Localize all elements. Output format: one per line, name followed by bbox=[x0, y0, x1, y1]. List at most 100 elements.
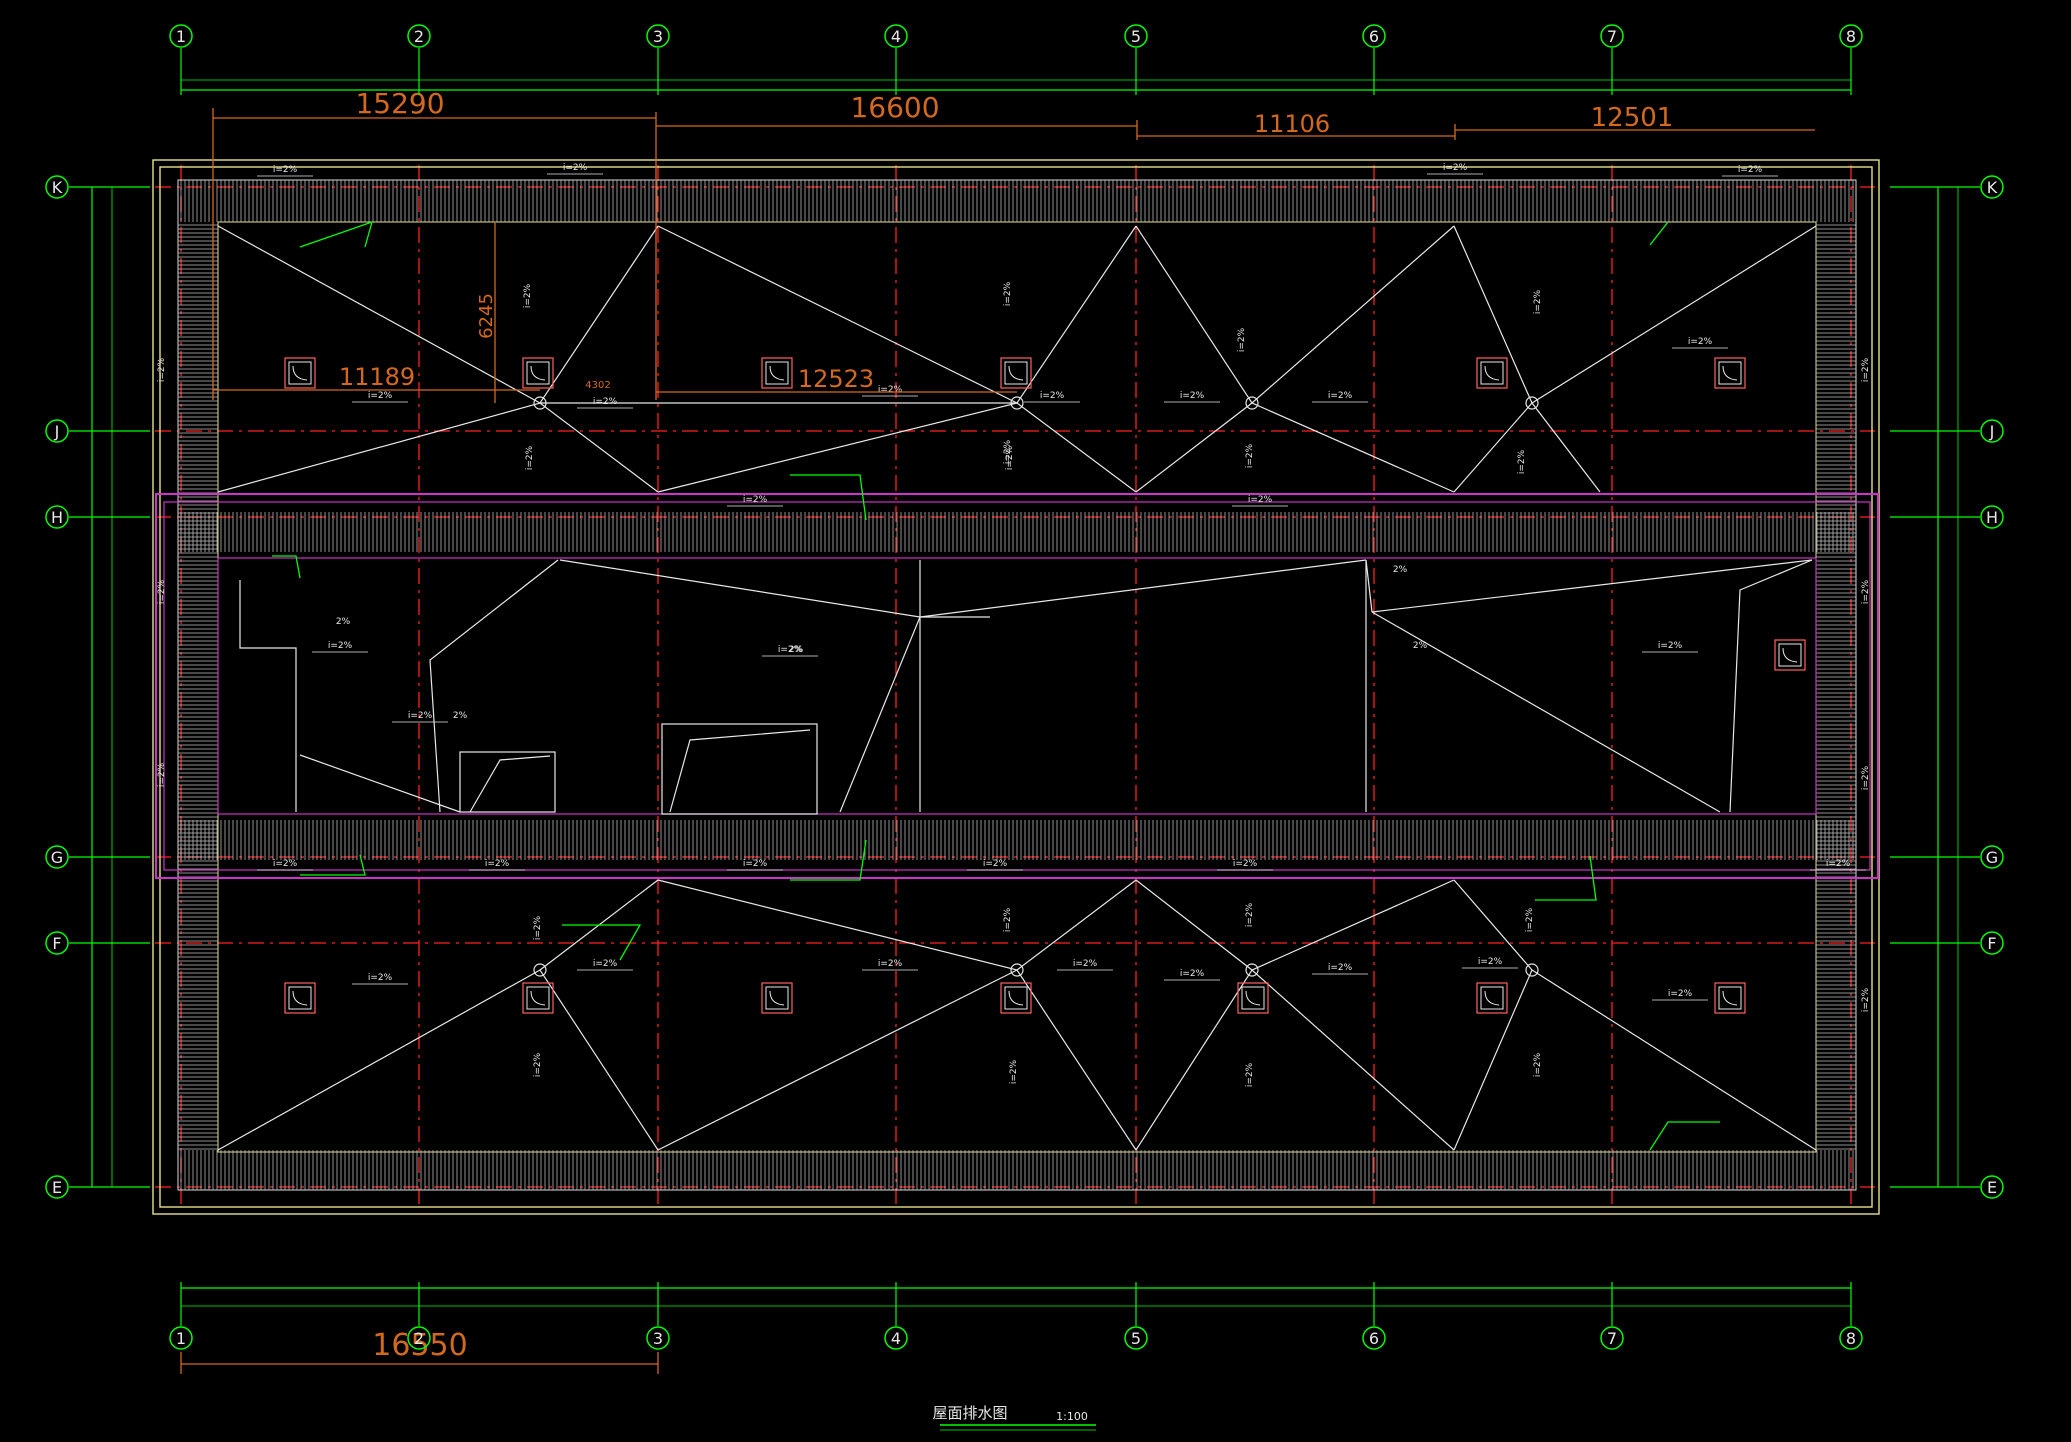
callout-leader bbox=[1649, 221, 1669, 246]
slope-label-vertical: i=2% bbox=[525, 445, 535, 470]
axis-bubble-bottom-8: 8 bbox=[1839, 1326, 1863, 1350]
callout-leader bbox=[300, 854, 366, 876]
slope-label-vertical: i=2% bbox=[1245, 443, 1255, 468]
axis-bubble-top-8-label: 8 bbox=[1846, 27, 1856, 46]
axis-bubble-top-6-label: 6 bbox=[1369, 27, 1379, 46]
axis-bubble-bottom-7-label: 7 bbox=[1607, 1329, 1617, 1348]
axis-bubble-left-G-label: G bbox=[51, 848, 63, 867]
axis-bubble-right-F-circle bbox=[1980, 931, 2004, 955]
slope-label: i=2% bbox=[1040, 391, 1065, 401]
roof-slope-ridges bbox=[217, 225, 1817, 1151]
axis-bubble-top-6: 6 bbox=[1362, 24, 1386, 48]
slope-label: i=2% bbox=[408, 711, 433, 721]
slope-label: i=2% bbox=[1738, 165, 1763, 175]
dim-text-top-a: 15290 bbox=[355, 87, 444, 120]
slope-label-vertical: i=2% bbox=[1245, 902, 1255, 927]
drawing-scale: 1:100 bbox=[1056, 1410, 1088, 1423]
axis-bubble-right-G-label: G bbox=[1986, 848, 1998, 867]
dim-text-mid-b: 12523 bbox=[798, 365, 874, 393]
middle-band-outline bbox=[155, 493, 1879, 879]
axis-bubble-bottom-4-circle bbox=[884, 1326, 908, 1350]
drain-point bbox=[533, 396, 547, 410]
axis-bubble-bottom-1-label: 1 bbox=[176, 1329, 186, 1348]
axis-bubble-bottom-1-circle bbox=[169, 1326, 193, 1350]
dim-text-top-d: 12501 bbox=[1591, 103, 1674, 133]
hatched-gutters bbox=[178, 180, 1856, 1190]
axis-bubble-right-H-circle bbox=[1980, 505, 2004, 529]
roof-drain-icon bbox=[1714, 982, 1746, 1014]
slope-label-plain: 2% bbox=[789, 645, 804, 655]
callout-leader bbox=[272, 555, 301, 579]
slope-label-vertical: i=2% bbox=[533, 1052, 543, 1077]
slope-label-vertical: i=2% bbox=[523, 283, 533, 308]
roof-drain-icon bbox=[284, 982, 316, 1014]
dim-text-vertical-a: 6245 bbox=[476, 293, 497, 339]
axis-bubble-bottom-2: 2 bbox=[407, 1326, 431, 1350]
slope-label-vertical: i=2% bbox=[1009, 1059, 1019, 1084]
axis-bubble-bottom-6: 6 bbox=[1362, 1326, 1386, 1350]
roof-drain-icon bbox=[522, 357, 554, 389]
axis-bubble-bottom-5: 5 bbox=[1124, 1326, 1148, 1350]
slope-label-vertical: i=2% bbox=[1861, 987, 1871, 1012]
drain-point bbox=[1010, 396, 1024, 410]
roof-drain-icon bbox=[522, 982, 554, 1014]
roof-drain-icon bbox=[1237, 982, 1269, 1014]
slope-label: i=2% bbox=[743, 859, 768, 869]
roof-drains bbox=[284, 357, 1806, 1014]
dim-text-top-b: 16600 bbox=[850, 91, 939, 124]
title-block: 屋面排水图 1:100 bbox=[932, 1404, 1096, 1431]
slope-label-plain: 2% bbox=[453, 711, 468, 721]
slope-label: i=2% bbox=[1688, 337, 1713, 347]
slope-label-vertical: i=2% bbox=[1003, 439, 1013, 464]
axis-bubble-top-2-circle bbox=[407, 24, 431, 48]
axis-bubble-left-H-label: H bbox=[51, 508, 63, 527]
axis-bubble-left-K-circle bbox=[45, 175, 69, 199]
axis-bubble-left-K-label: K bbox=[52, 178, 63, 197]
drawing-title: 屋面排水图 bbox=[932, 1404, 1007, 1422]
drain-point bbox=[1245, 396, 1259, 410]
slope-label-vertical: i=2% bbox=[157, 579, 167, 604]
axis-bubble-left-E: E bbox=[45, 1175, 69, 1199]
slope-label-vertical: i=2% bbox=[1533, 289, 1543, 314]
slope-label: i=2% bbox=[485, 859, 510, 869]
orange-dimension-lines bbox=[180, 108, 1815, 1374]
axis-bubble-bottom-5-label: 5 bbox=[1131, 1329, 1141, 1348]
axis-bubble-top-5-circle bbox=[1124, 24, 1148, 48]
slope-label-vertical: i=2% bbox=[1245, 1062, 1255, 1087]
axis-bubble-bottom-4-label: 4 bbox=[891, 1329, 901, 1348]
axis-bubble-left-E-circle bbox=[45, 1175, 69, 1199]
roof-drain-icon bbox=[1714, 357, 1746, 389]
axis-bubble-left-H-circle bbox=[45, 505, 69, 529]
axis-bubble-top-1-circle bbox=[169, 24, 193, 48]
slope-label-vertical: i=2% bbox=[1525, 907, 1535, 932]
slope-label: i=2% bbox=[1248, 495, 1273, 505]
roof-drain-icon bbox=[1000, 982, 1032, 1014]
slope-labels: i=2% i=2% i=2% i=2% i=2% i=2% i=2% i=2% i=2% i=2%… bbox=[157, 163, 1871, 1151]
axis-bubble-right-G: G bbox=[1980, 845, 2004, 869]
callout-leader bbox=[562, 924, 642, 961]
axis-bubble-left-J-circle bbox=[45, 419, 69, 443]
axis-bubble-right-J-label: J bbox=[1989, 422, 1995, 441]
axis-bubble-right-K-circle bbox=[1980, 175, 2004, 199]
axis-bubble-bottom-3-circle bbox=[646, 1326, 670, 1350]
slope-label-plain: 2% bbox=[1393, 565, 1408, 575]
callout-leader bbox=[299, 220, 373, 248]
axis-bubble-top-5-label: 5 bbox=[1131, 27, 1141, 46]
slope-label: i=2% bbox=[273, 165, 298, 175]
axis-bubble-left-J: J bbox=[45, 419, 69, 443]
slope-label: i=2% bbox=[1478, 957, 1503, 967]
drain-point bbox=[1525, 396, 1539, 410]
axis-bubble-top-1-label: 1 bbox=[176, 27, 186, 46]
axis-bubble-right-F: F bbox=[1980, 931, 2004, 955]
axis-bubble-bottom-5-circle bbox=[1124, 1326, 1148, 1350]
slope-label-vertical: i=2% bbox=[1517, 449, 1527, 474]
axis-bubble-bottom-6-label: 6 bbox=[1369, 1329, 1379, 1348]
axis-bubble-right-J-circle bbox=[1980, 419, 2004, 443]
axis-bubble-left-F-label: F bbox=[52, 934, 61, 953]
roof-drain-icon bbox=[1774, 639, 1806, 671]
slope-label: i=2% bbox=[1658, 641, 1683, 651]
axis-bubble-right-J: J bbox=[1980, 419, 2004, 443]
axis-bubble-top-8-circle bbox=[1839, 24, 1863, 48]
roof-drain-icon bbox=[761, 357, 793, 389]
slope-label: i=2% bbox=[1180, 969, 1205, 979]
